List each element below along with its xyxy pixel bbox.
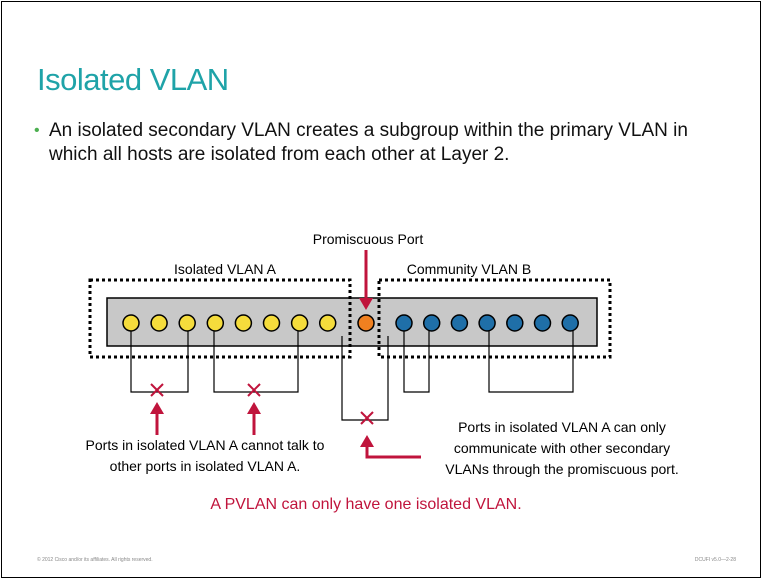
isolated-port	[262, 314, 281, 332]
community-ports	[395, 314, 579, 332]
community-vlan-box	[377, 278, 612, 359]
arrows	[150, 250, 421, 459]
conclusion-text: A PVLAN can only have one isolated VLAN.	[210, 496, 521, 513]
isolated-port	[290, 314, 309, 332]
isolated-port	[206, 314, 225, 332]
isolated-port	[318, 314, 337, 332]
community-port	[422, 314, 441, 332]
note-right-line1: Ports in isolated VLAN A can only	[458, 419, 666, 435]
note-right-line2: communicate with other secondary	[454, 440, 670, 456]
blocked-marks	[150, 383, 374, 425]
community-port	[450, 314, 469, 332]
isolated-port	[178, 314, 196, 332]
course-code: DCUFI v5.0—2-28	[694, 557, 736, 563]
community-port	[395, 314, 413, 332]
note-right-line3: VLANs through the promiscuous port.	[445, 461, 678, 477]
isolated-port	[150, 314, 168, 332]
arrow-up-icon	[360, 435, 374, 447]
isolated-ports	[122, 314, 337, 332]
arrow-down-icon	[359, 298, 373, 310]
isolated-port	[234, 314, 253, 332]
community-port	[561, 314, 579, 332]
promiscuous-port-label: Promiscuous Port	[313, 231, 424, 247]
community-port	[533, 314, 552, 332]
copyright: © 2012 Cisco and/or its affiliates. All …	[37, 557, 153, 563]
arrow-up-icon	[247, 402, 261, 414]
community-vlan-label: Community VLAN B	[407, 261, 531, 277]
promiscuous-port	[357, 314, 375, 332]
isolated-vlan-label: Isolated VLAN A	[174, 261, 277, 277]
note-left-line1: Ports in isolated VLAN A cannot talk to	[86, 437, 325, 453]
bullet-item: • An isolated secondary VLAN creates a s…	[34, 119, 709, 167]
slide-title: Isolated VLAN	[37, 62, 229, 97]
note-left-line2: other ports in isolated VLAN A.	[110, 458, 301, 474]
bullet-dot-icon: •	[34, 122, 40, 139]
isolated-port	[122, 314, 140, 332]
community-port	[478, 314, 496, 332]
bullet-text: An isolated secondary VLAN creates a sub…	[49, 120, 688, 165]
arrow-up-icon	[150, 402, 164, 414]
community-port	[506, 314, 524, 332]
